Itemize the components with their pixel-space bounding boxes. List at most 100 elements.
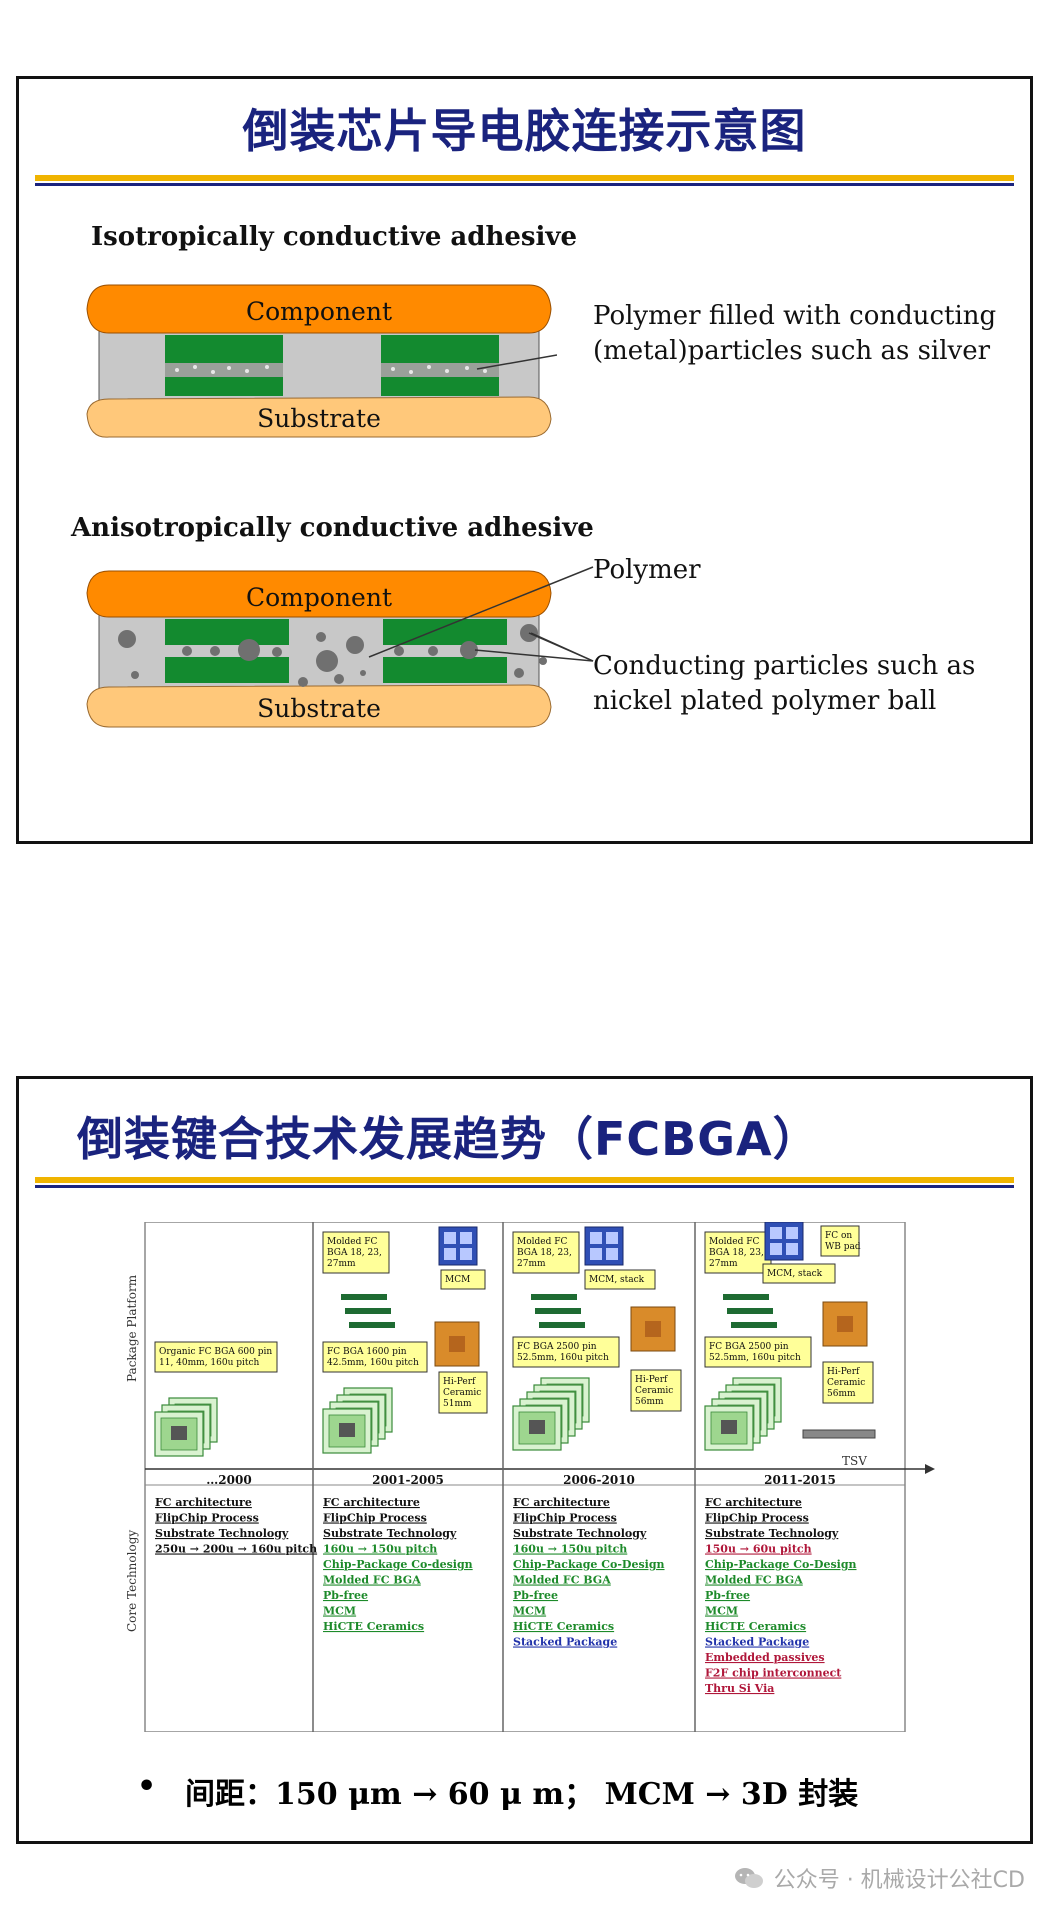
title-rule — [35, 1177, 1014, 1191]
fc-bga-stack-image-die — [721, 1420, 737, 1434]
iso-pad-bottom-right — [381, 376, 499, 396]
aniso-callout: Conducting particles such as nickel plat… — [593, 651, 976, 716]
period-label: 2011-2015 — [764, 1473, 836, 1487]
core-tech-item: MCM — [513, 1605, 546, 1618]
mcm-image-die — [444, 1232, 456, 1244]
box-line: Molded FC — [327, 1237, 377, 1247]
aniso-pad-bottom-right — [383, 657, 507, 683]
slide-title: 倒装芯片导电胶连接示意图 — [242, 104, 807, 158]
aniso-polymer-leader — [368, 566, 594, 658]
core-tech-item: Stacked Package — [513, 1636, 617, 1649]
box-line: MCM — [445, 1275, 470, 1285]
wechat-icon — [734, 1868, 763, 1888]
platform-box — [584, 1269, 656, 1290]
platform-box — [512, 1231, 580, 1274]
box-line: Hi-Perf — [827, 1367, 860, 1377]
platform-box — [154, 1341, 278, 1373]
period-label: …2000 — [206, 1473, 251, 1487]
core-tech-item: HiCTE Ceramics — [513, 1620, 614, 1633]
watermark-text: 公众号 · 机械设计公社CD — [773, 1868, 1025, 1893]
platform-box — [704, 1336, 812, 1368]
core-tech-item: FlipChip Process — [705, 1512, 809, 1525]
box-line: 52.5mm, 160u pitch — [517, 1353, 609, 1363]
mcm-image-die — [460, 1232, 472, 1244]
box-line: WB pad — [825, 1242, 861, 1252]
box-line: BGA 18, 23, — [327, 1248, 382, 1258]
box-line: FC BGA 2500 pin — [709, 1342, 789, 1352]
aniso-polymer-label: Polymer — [593, 555, 701, 585]
tsv-label: TSV — [842, 1454, 867, 1468]
box-line: 27mm — [709, 1259, 738, 1269]
watermark: 公众号 · 机械设计公社CD — [734, 1862, 1025, 1894]
core-tech-item: Molded FC BGA — [705, 1574, 803, 1587]
core-tech-item: 250u → 200u → 160u pitch — [155, 1543, 317, 1556]
box-line: 56mm — [827, 1389, 856, 1399]
period-label: 2006-2010 — [563, 1473, 635, 1487]
core-tech-item: MCM — [705, 1605, 738, 1618]
period-label: 2001-2005 — [372, 1473, 444, 1487]
iso-leader-line — [476, 354, 557, 370]
mcm-image-die — [590, 1248, 602, 1260]
aniso-pad-top-right — [383, 619, 507, 645]
box-line: Molded FC — [709, 1237, 759, 1247]
iso-substrate-layer — [86, 396, 552, 438]
platform-box — [438, 1371, 488, 1414]
mcm-image-die — [786, 1243, 798, 1255]
platform-box — [440, 1269, 486, 1290]
aniso-particles — [118, 624, 547, 687]
platform-box-text: MCM — [445, 1275, 470, 1285]
mcm-image-die — [444, 1248, 456, 1260]
platform-box — [512, 1336, 620, 1368]
core-tech-item: FlipChip Process — [155, 1512, 259, 1525]
core-tech-item: Pb-free — [705, 1589, 750, 1602]
iso-component-label: Component — [246, 297, 392, 326]
core-tech-item: Molded FC BGA — [323, 1574, 421, 1587]
platform-box — [822, 1361, 874, 1404]
iso-pad-top-right — [381, 335, 499, 365]
aniso-component-layer — [86, 570, 552, 618]
box-line: MCM, stack — [767, 1269, 823, 1279]
core-tech-item: Chip-Package Co-Design — [705, 1558, 857, 1571]
box-line: BGA 18, 23, — [517, 1248, 572, 1258]
box-line: 42.5mm, 160u pitch — [327, 1358, 419, 1368]
core-tech-item: Substrate Technology — [513, 1527, 647, 1540]
box-line: Ceramic — [443, 1388, 481, 1398]
core-tech-item: Embedded passives — [705, 1651, 825, 1664]
bullet-dot: • — [137, 1769, 157, 1804]
core-tech-item: Pb-free — [513, 1589, 558, 1602]
iso-pad-top-left — [165, 335, 283, 365]
molded-bga-image-bar — [345, 1308, 391, 1314]
aniso-substrate-label: Substrate — [257, 694, 381, 723]
fc-bga-stack-image-die — [339, 1423, 355, 1437]
core-tech-item: FC architecture — [155, 1496, 252, 1509]
mcm-image-die — [606, 1248, 618, 1260]
mcm-image-die — [590, 1232, 602, 1244]
box-line: Hi-Perf — [635, 1375, 668, 1385]
core-tech-item: Chip-Package Co-design — [323, 1558, 473, 1571]
bullet-text: 间距：150 μm → 60 μ m； MCM → 3D 封装 — [185, 1777, 859, 1812]
aniso-pad-bottom-left — [165, 657, 289, 683]
fc-bga-stack-image-inner — [518, 1411, 556, 1445]
fc-bga-stack-image-die — [529, 1420, 545, 1434]
box-line: Organic FC BGA 600 pin — [159, 1347, 272, 1357]
title-rule — [35, 175, 1014, 189]
box-line: Molded FC — [517, 1237, 567, 1247]
iso-heading: Isotropically conductive adhesive — [91, 222, 578, 252]
platform-box — [322, 1231, 390, 1274]
core-tech-item: MCM — [323, 1605, 356, 1618]
core-tech-item: Pb-free — [323, 1589, 368, 1602]
molded-bga-image-bar — [341, 1294, 387, 1300]
core-tech-item: 150u → 60u pitch — [705, 1543, 812, 1556]
core-tech-item: Chip-Package Co-Design — [513, 1558, 665, 1571]
mcm-image-die — [460, 1248, 472, 1260]
iso-component-layer — [86, 284, 552, 334]
aniso-pad-top-left — [165, 619, 289, 645]
box-line: 11, 40mm, 160u pitch — [159, 1358, 260, 1368]
platform-box — [704, 1231, 772, 1274]
